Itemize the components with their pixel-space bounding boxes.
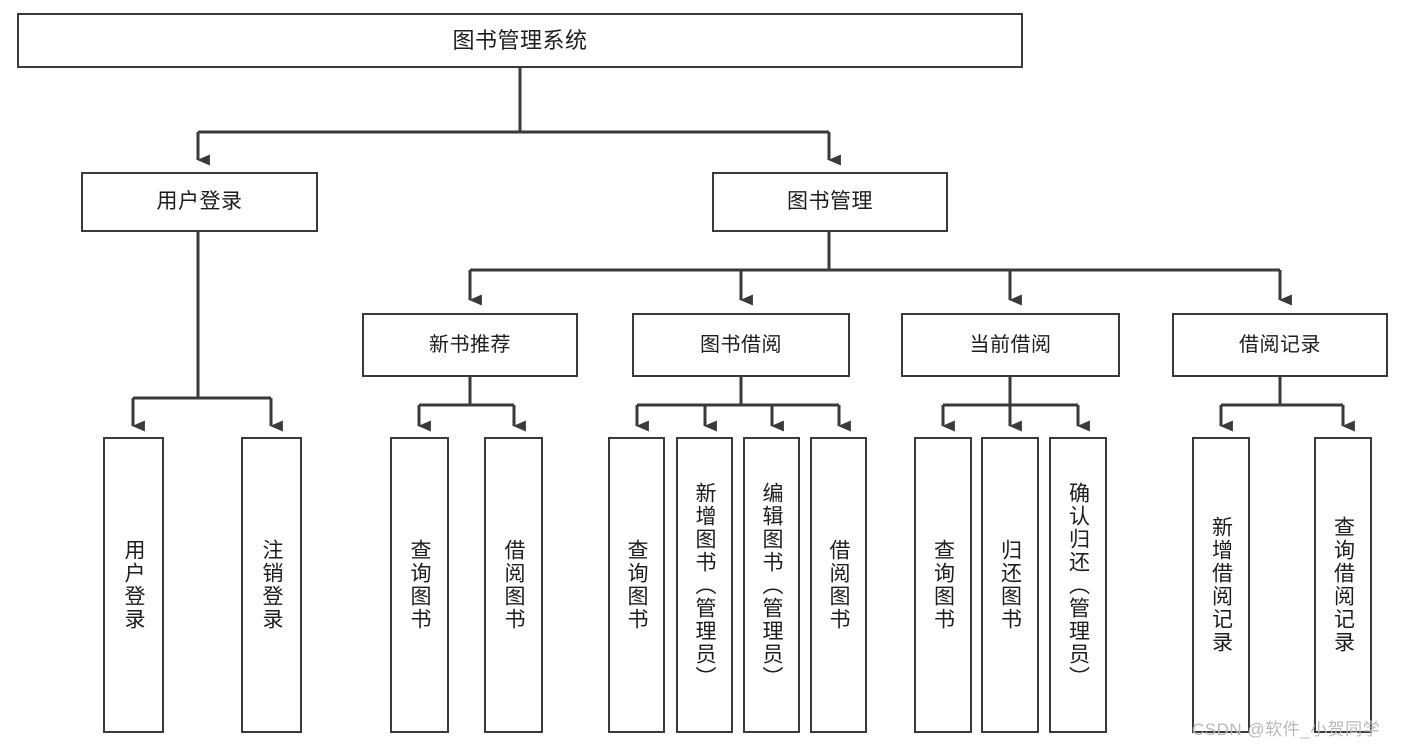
node-label: 借阅图书: [827, 539, 850, 631]
node-leaf-query-book-borrow[interactable]: 查询图书: [608, 437, 665, 733]
node-leaf-query-book-current[interactable]: 查询图书: [914, 437, 972, 733]
node-leaf-add-book-admin[interactable]: 新增图书（管理员）: [676, 437, 733, 733]
watermark-text: CSDN @软件_小贺同学: [1192, 720, 1381, 739]
node-leaf-logout[interactable]: 注销登录: [241, 437, 302, 733]
node-leaf-return-book[interactable]: 归还图书: [981, 437, 1039, 733]
node-book-management[interactable]: 图书管理: [712, 172, 948, 232]
node-label: 归还图书: [998, 539, 1022, 631]
node-current-borrow[interactable]: 当前借阅: [901, 313, 1120, 377]
node-label: 查询图书: [408, 539, 431, 631]
node-leaf-confirm-return-admin[interactable]: 确认归还（管理员）: [1049, 437, 1107, 733]
node-book-borrow[interactable]: 图书借阅: [632, 313, 850, 377]
node-leaf-edit-book-admin[interactable]: 编辑图书（管理员）: [743, 437, 800, 733]
node-user-login[interactable]: 用户登录: [81, 172, 318, 232]
node-label: 借阅图书: [502, 539, 525, 631]
node-leaf-borrow-book-recommend[interactable]: 借阅图书: [484, 437, 543, 733]
node-label: 查询借阅记录: [1331, 516, 1355, 654]
node-leaf-query-borrow-record[interactable]: 查询借阅记录: [1314, 437, 1372, 733]
node-label: 图书借阅: [700, 333, 782, 356]
csdn-watermark: CSDN @软件_小贺同学: [1192, 715, 1380, 740]
node-label: 注销登录: [260, 539, 283, 631]
node-label: 新增图书（管理员）: [693, 481, 716, 689]
node-new-book-recommend[interactable]: 新书推荐: [362, 313, 578, 377]
node-borrow-record[interactable]: 借阅记录: [1172, 313, 1388, 377]
node-label: 图书管理: [787, 189, 873, 213]
node-label: 当前借阅: [969, 333, 1052, 356]
node-root-book-management-system[interactable]: 图书管理系统: [17, 13, 1023, 68]
node-leaf-borrow-book[interactable]: 借阅图书: [810, 437, 867, 733]
node-label: 用户登录: [156, 189, 243, 213]
node-leaf-query-book-recommend[interactable]: 查询图书: [390, 437, 449, 733]
node-label: 用户登录: [122, 539, 145, 631]
node-leaf-add-borrow-record[interactable]: 新增借阅记录: [1192, 437, 1250, 733]
node-label: 确认归还（管理员）: [1066, 481, 1090, 689]
node-label: 查询图书: [931, 539, 955, 631]
node-label: 编辑图书（管理员）: [760, 481, 783, 689]
node-label: 图书管理系统: [452, 27, 588, 53]
node-label: 新增借阅记录: [1209, 516, 1233, 654]
node-label: 新书推荐: [429, 333, 511, 356]
node-label: 借阅记录: [1239, 333, 1321, 356]
node-leaf-user-login[interactable]: 用户登录: [103, 437, 164, 733]
node-label: 查询图书: [625, 539, 648, 631]
